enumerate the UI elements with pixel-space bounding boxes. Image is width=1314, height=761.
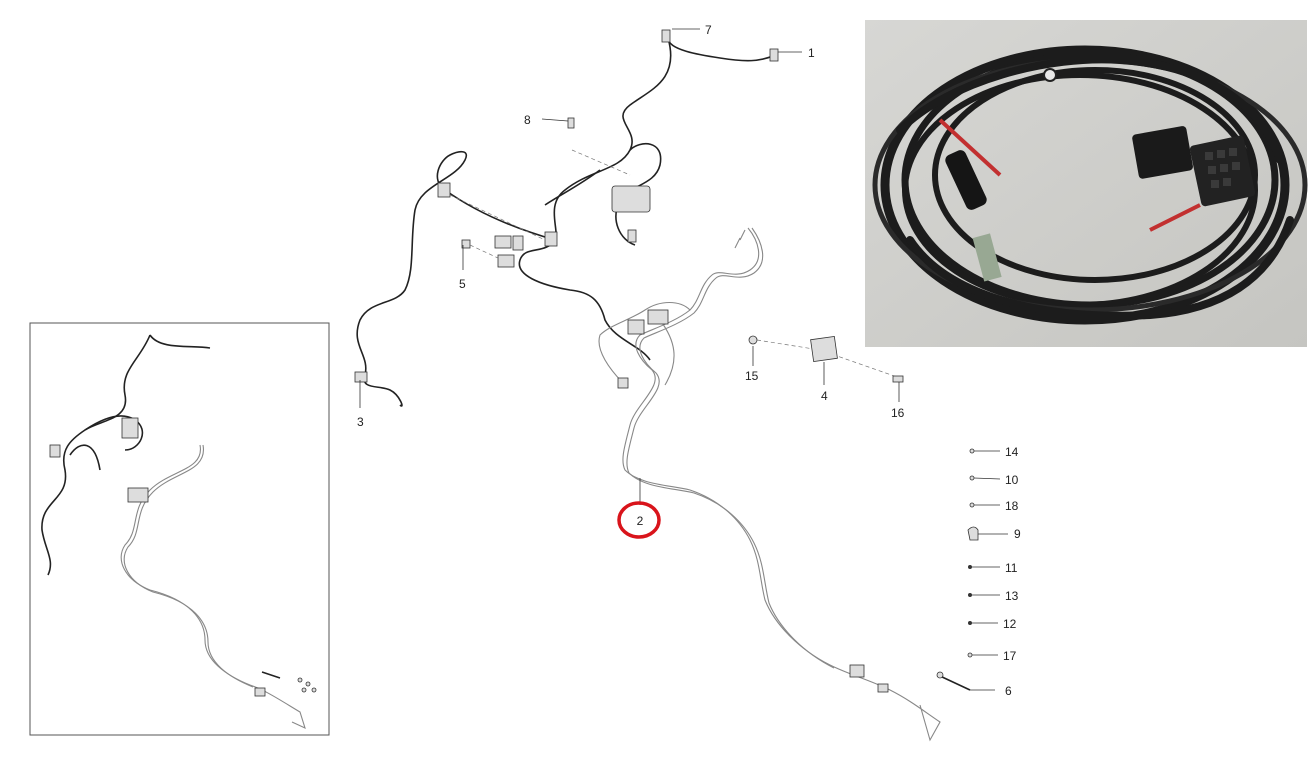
leader-lines xyxy=(359,28,900,505)
wiring-harness-photo xyxy=(865,20,1308,347)
callout-2-highlight-ring xyxy=(617,501,661,539)
callout-8: 8 xyxy=(524,113,531,127)
callout-15: 15 xyxy=(745,369,759,383)
callout-6: 6 xyxy=(1005,684,1012,698)
callout-1: 1 xyxy=(808,46,815,60)
hardware-column xyxy=(936,448,1008,691)
callout-18: 18 xyxy=(1005,499,1019,513)
overview-inset xyxy=(29,322,330,736)
callout-10: 10 xyxy=(1005,473,1019,487)
harness-exploded-view xyxy=(354,29,941,742)
callout-12: 12 xyxy=(1003,617,1017,631)
callout-16: 16 xyxy=(891,406,905,420)
callout-14: 14 xyxy=(1005,445,1019,459)
callout-11: 11 xyxy=(1005,561,1018,575)
callout-3: 3 xyxy=(357,415,364,429)
callout-labels: 1 2 3 4 5 6 7 8 9 10 11 12 13 14 15 16 1… xyxy=(357,23,1021,698)
callout-17: 17 xyxy=(1003,649,1017,663)
callout-7: 7 xyxy=(705,23,712,37)
callout-5: 5 xyxy=(459,277,466,291)
callout-13: 13 xyxy=(1005,589,1019,603)
callout-9: 9 xyxy=(1014,527,1021,541)
callout-2: 2 xyxy=(637,514,644,528)
callout-4: 4 xyxy=(821,389,828,403)
